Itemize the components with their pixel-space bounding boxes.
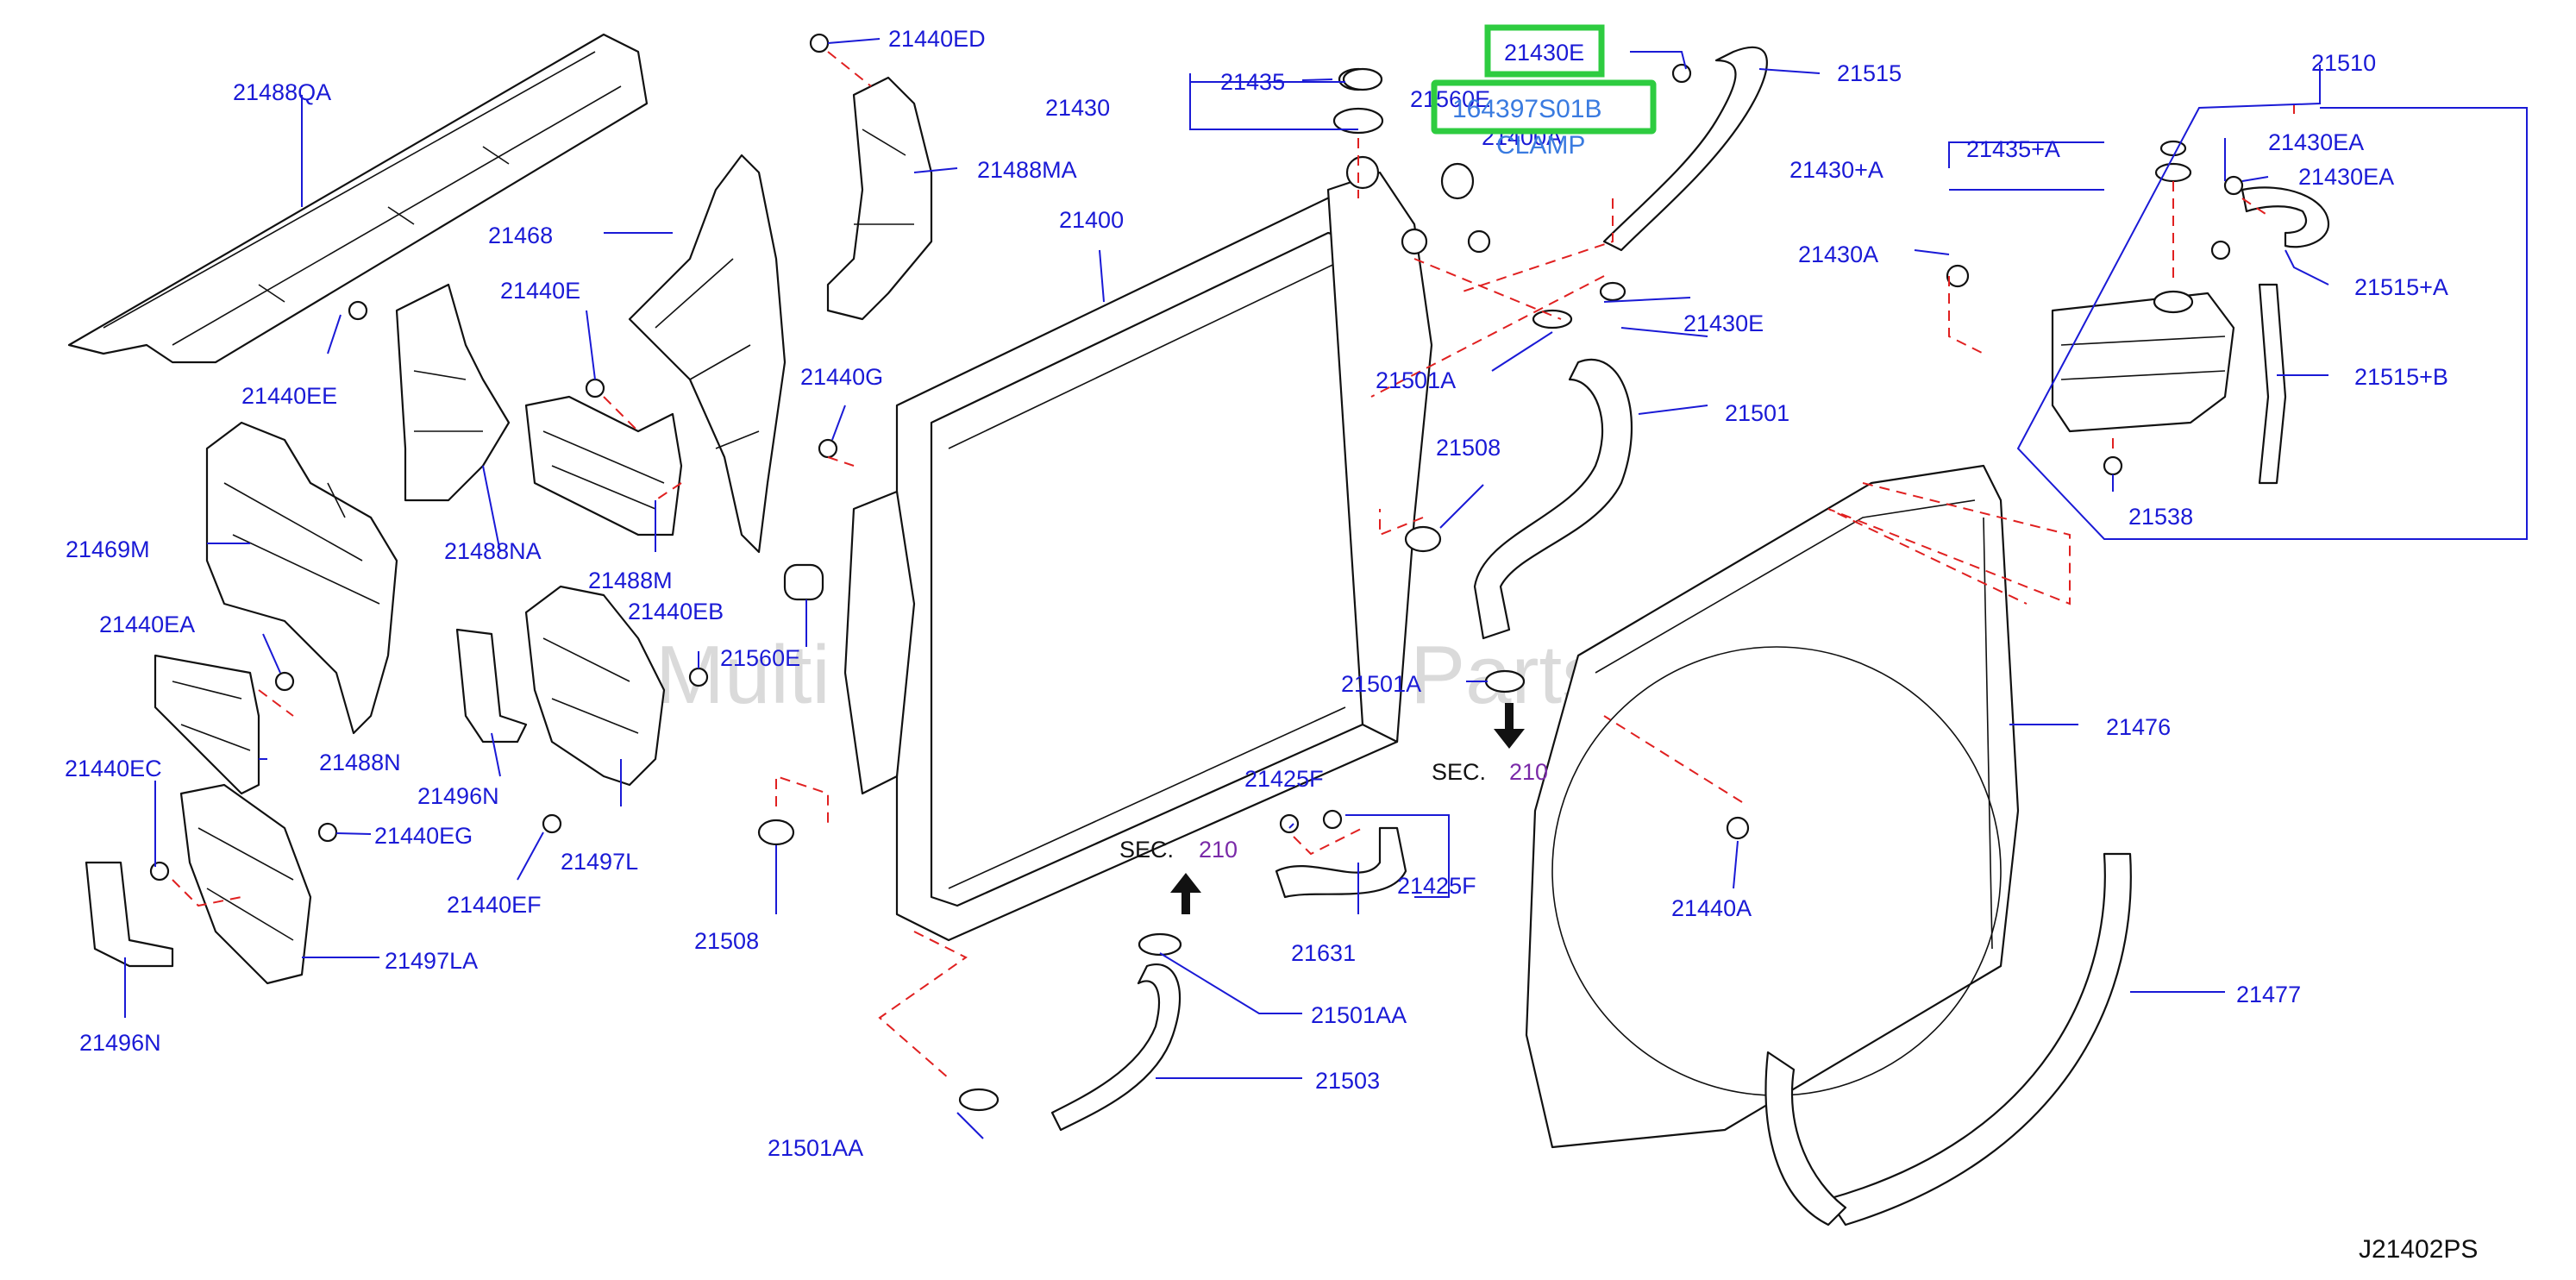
hardware bbox=[149, 33, 2244, 1112]
part-21488n-shape bbox=[154, 654, 260, 795]
part-21501-hose bbox=[1473, 358, 1633, 640]
label-21503[interactable]: 21503 bbox=[1315, 1068, 1380, 1094]
part-21488m-shape bbox=[524, 395, 683, 536]
flow-arrows bbox=[1170, 703, 1525, 914]
label-21430-plus-a[interactable]: 21430+A bbox=[1789, 157, 1883, 183]
label-21425f-a[interactable]: 21425F bbox=[1244, 766, 1324, 792]
label-21440g[interactable]: 21440G bbox=[800, 364, 883, 390]
sec-reference-2[interactable]: SEC. 210 bbox=[1119, 837, 1238, 863]
part-21496n-shape-b bbox=[85, 861, 174, 968]
sec-reference-1[interactable]: SEC. 210 bbox=[1432, 759, 1548, 785]
part-21631-hose bbox=[1275, 826, 1407, 899]
label-21469m[interactable]: 21469M bbox=[66, 536, 150, 562]
part-21515a-hose bbox=[2241, 186, 2330, 248]
highlight-part-name: CLAMP bbox=[1496, 131, 1585, 160]
label-21440a[interactable]: 21440A bbox=[1671, 895, 1752, 921]
label-21488qa[interactable]: 21488QA bbox=[233, 79, 331, 105]
label-21425f-b[interactable]: 21425F bbox=[1397, 873, 1476, 899]
label-21440ed[interactable]: 21440ED bbox=[888, 26, 986, 52]
part-21488na-shape bbox=[395, 283, 511, 502]
label-21510[interactable]: 21510 bbox=[2311, 50, 2376, 76]
part-labels: 21488QA 21440ED 21435 21430 21560E 21400… bbox=[65, 26, 2448, 1161]
label-21440ef[interactable]: 21440EF bbox=[447, 892, 542, 918]
label-21440eb[interactable]: 21440EB bbox=[628, 599, 724, 624]
part-21476-shroud bbox=[1525, 464, 2020, 1149]
highlight-box-label bbox=[1484, 24, 1605, 78]
label-21488na[interactable]: 21488NA bbox=[444, 538, 542, 564]
dashed-leaders bbox=[172, 51, 2295, 1079]
part-21510-reservoir bbox=[2051, 290, 2235, 433]
highlight-part-label[interactable]: 21430E bbox=[1504, 40, 1584, 66]
label-21508-b[interactable]: 21508 bbox=[1436, 435, 1501, 461]
highlighted-part[interactable]: 21430E 164397S01B CLAMP bbox=[1431, 24, 1657, 160]
label-21435-plus-a[interactable]: 21435+A bbox=[1966, 136, 2060, 162]
label-21440eg[interactable]: 21440EG bbox=[374, 823, 473, 849]
label-21560e-top[interactable]: 21560E bbox=[1410, 86, 1490, 112]
label-21430e-b[interactable]: 21430E bbox=[1683, 311, 1764, 336]
highlight-part-number[interactable]: 164397S01B bbox=[1452, 95, 1602, 123]
label-21476[interactable]: 21476 bbox=[2106, 714, 2171, 740]
label-21488ma[interactable]: 21488MA bbox=[977, 157, 1077, 183]
label-21515[interactable]: 21515 bbox=[1837, 60, 1902, 86]
part-21515b-hose bbox=[2258, 283, 2287, 485]
label-21515-plus-a[interactable]: 21515+A bbox=[2354, 274, 2448, 300]
part-21400-radiator bbox=[843, 155, 1433, 942]
label-21488n[interactable]: 21488N bbox=[319, 750, 401, 775]
part-21488qa-shape bbox=[67, 33, 649, 364]
highlight-box-number bbox=[1431, 79, 1657, 135]
sec-prefix: SEC. bbox=[1432, 759, 1486, 785]
label-21440e[interactable]: 21440E bbox=[500, 278, 580, 304]
part-21515-hose bbox=[1602, 46, 1768, 252]
label-21430ea-a[interactable]: 21430EA bbox=[2268, 129, 2364, 155]
part-21497la-shape bbox=[179, 783, 312, 985]
sec-number[interactable]: 210 bbox=[1199, 837, 1238, 863]
label-21430ea-b[interactable]: 21430EA bbox=[2298, 164, 2394, 190]
label-21501[interactable]: 21501 bbox=[1725, 400, 1789, 426]
label-21430a[interactable]: 21430A bbox=[1798, 242, 1878, 267]
part-21497l-shape bbox=[524, 585, 666, 787]
sec-number[interactable]: 210 bbox=[1509, 759, 1548, 785]
label-21538[interactable]: 21538 bbox=[2128, 504, 2193, 530]
label-21501aa-a[interactable]: 21501AA bbox=[1311, 1002, 1407, 1028]
label-21497la[interactable]: 21497LA bbox=[385, 948, 478, 974]
label-21430[interactable]: 21430 bbox=[1045, 95, 1110, 121]
label-21468[interactable]: 21468 bbox=[488, 223, 553, 248]
label-21560e[interactable]: 21560E bbox=[720, 645, 800, 671]
part-21477-band bbox=[1764, 852, 2132, 1227]
label-21631[interactable]: 21631 bbox=[1291, 940, 1356, 966]
label-21488m[interactable]: 21488M bbox=[588, 568, 673, 593]
label-21440ec[interactable]: 21440EC bbox=[65, 756, 162, 781]
label-21515-plus-b[interactable]: 21515+B bbox=[2354, 364, 2448, 390]
diagram-code: J21402PS bbox=[2359, 1235, 2478, 1264]
label-21497l[interactable]: 21497L bbox=[561, 849, 638, 875]
part-21496n-shape-a bbox=[455, 628, 528, 744]
part-21488ma-shape bbox=[826, 76, 933, 321]
part-21469m-shape bbox=[205, 421, 398, 735]
label-21435[interactable]: 21435 bbox=[1220, 69, 1285, 95]
label-21501a-b[interactable]: 21501A bbox=[1341, 671, 1421, 697]
sec-prefix: SEC. bbox=[1119, 837, 1174, 863]
label-21501a-a[interactable]: 21501A bbox=[1376, 367, 1456, 393]
label-21440ee[interactable]: 21440EE bbox=[241, 383, 337, 409]
label-21440ea[interactable]: 21440EA bbox=[99, 612, 195, 637]
label-21501aa-b[interactable]: 21501AA bbox=[768, 1135, 863, 1161]
part-21468-shape bbox=[628, 154, 787, 554]
label-21496n-b[interactable]: 21496N bbox=[79, 1030, 161, 1056]
part-21503-hose bbox=[1050, 963, 1181, 1132]
label-leaders bbox=[124, 38, 2528, 1139]
label-21400[interactable]: 21400 bbox=[1059, 207, 1124, 233]
label-21496n-a[interactable]: 21496N bbox=[417, 783, 499, 809]
label-21508-a[interactable]: 21508 bbox=[694, 928, 759, 954]
label-21477[interactable]: 21477 bbox=[2236, 982, 2301, 1007]
